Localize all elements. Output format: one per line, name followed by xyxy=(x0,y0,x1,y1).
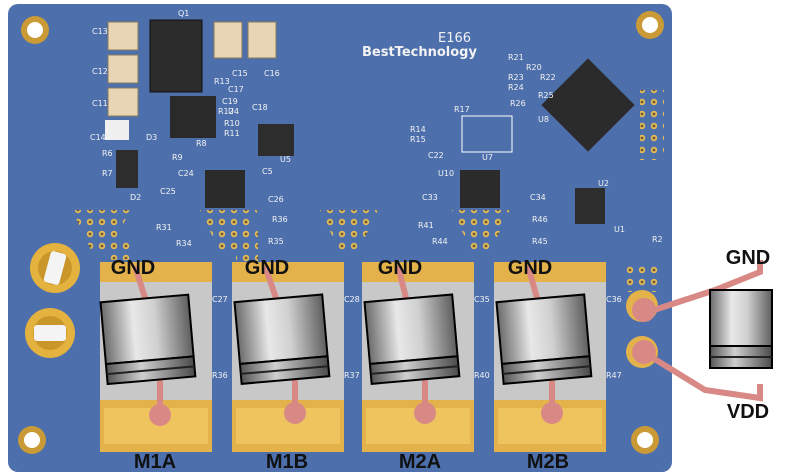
svg-text:R13: R13 xyxy=(214,77,230,86)
svg-text:C12: C12 xyxy=(92,67,108,76)
svg-text:R36: R36 xyxy=(212,371,228,380)
svg-text:R36: R36 xyxy=(272,215,288,224)
power-gnd-label: GND xyxy=(726,247,770,269)
svg-text:R23: R23 xyxy=(508,73,524,82)
svg-text:R26: R26 xyxy=(510,99,526,108)
svg-text:C36: C36 xyxy=(606,295,622,304)
svg-text:U2: U2 xyxy=(598,179,609,188)
svg-text:R14: R14 xyxy=(410,125,426,134)
channel-label-m2a: M2A xyxy=(399,451,441,472)
board-part-number: E166 xyxy=(438,31,471,46)
motor-channel-m1b: GND M1B xyxy=(232,257,344,472)
svg-text:C27: C27 xyxy=(212,295,228,304)
svg-text:R47: R47 xyxy=(606,371,622,380)
svg-text:R10: R10 xyxy=(224,119,240,128)
svg-text:U4: U4 xyxy=(228,107,239,116)
svg-text:R46: R46 xyxy=(532,215,548,224)
svg-text:D3: D3 xyxy=(146,133,157,142)
svg-text:R41: R41 xyxy=(418,221,434,230)
svg-text:R34: R34 xyxy=(176,239,192,248)
svg-text:C24: C24 xyxy=(178,169,194,178)
motor-terminal xyxy=(284,402,306,424)
gnd-terminal xyxy=(632,298,656,322)
svg-text:C11: C11 xyxy=(92,99,108,108)
motor-terminal xyxy=(149,404,171,426)
channel-label-m2b: M2B xyxy=(527,451,569,472)
svg-text:Q1: Q1 xyxy=(178,9,189,18)
svg-text:C28: C28 xyxy=(344,295,360,304)
gnd-label: GND xyxy=(508,257,552,279)
motor-terminal xyxy=(541,402,563,424)
svg-text:R24: R24 xyxy=(508,83,524,92)
gnd-label: GND xyxy=(111,257,155,279)
svg-text:C22: C22 xyxy=(428,151,444,160)
svg-text:D2: D2 xyxy=(130,193,141,202)
motor-terminal xyxy=(414,402,436,424)
capacitor xyxy=(495,293,593,385)
vdd-terminal xyxy=(632,340,656,364)
capacitor xyxy=(99,293,197,386)
motor-channel-m2a: GND M2A xyxy=(362,257,474,472)
svg-text:R44: R44 xyxy=(432,237,448,246)
capacitor xyxy=(363,293,461,385)
svg-text:R40: R40 xyxy=(474,371,490,380)
svg-text:R31: R31 xyxy=(156,223,172,232)
svg-text:R2: R2 xyxy=(652,235,663,244)
svg-text:R8: R8 xyxy=(196,139,207,148)
svg-text:R6: R6 xyxy=(102,149,113,158)
silkscreen-refdes: C13 C12 C11 C14 Q1 C15 C16 C17 R13 C19 R… xyxy=(90,9,663,380)
svg-text:R17: R17 xyxy=(454,105,470,114)
svg-text:R7: R7 xyxy=(102,169,113,178)
svg-text:C19: C19 xyxy=(222,97,238,106)
svg-text:U5: U5 xyxy=(280,155,291,164)
svg-text:R15: R15 xyxy=(410,135,426,144)
svg-text:R11: R11 xyxy=(224,129,240,138)
svg-text:U7: U7 xyxy=(482,153,493,162)
svg-text:C35: C35 xyxy=(474,295,490,304)
motor-channel-m2b: GND M2B xyxy=(494,257,606,472)
power-input: GND VDD xyxy=(624,247,773,423)
channel-label-m1a: M1A xyxy=(134,451,176,472)
svg-text:R37: R37 xyxy=(344,371,360,380)
svg-text:C15: C15 xyxy=(232,69,248,78)
svg-text:C33: C33 xyxy=(422,193,438,202)
channel-label-m1b: M1B xyxy=(266,451,308,472)
svg-text:C18: C18 xyxy=(252,103,268,112)
svg-text:R25: R25 xyxy=(538,91,554,100)
motor-channel-m1a: GND M1A xyxy=(99,257,212,472)
svg-text:R21: R21 xyxy=(508,53,524,62)
svg-text:U8: U8 xyxy=(538,115,549,124)
vdd-wire xyxy=(646,352,763,402)
svg-text:R20: R20 xyxy=(526,63,542,72)
svg-text:U1: U1 xyxy=(614,225,625,234)
power-vdd-label: VDD xyxy=(727,401,769,423)
gnd-label: GND xyxy=(245,257,289,279)
svg-text:C34: C34 xyxy=(530,193,546,202)
svg-text:U10: U10 xyxy=(438,169,454,178)
svg-text:C25: C25 xyxy=(160,187,176,196)
power-capacitor xyxy=(709,289,773,369)
svg-text:C26: C26 xyxy=(268,195,284,204)
svg-text:R22: R22 xyxy=(540,73,556,82)
gnd-wire xyxy=(647,260,763,315)
svg-text:R35: R35 xyxy=(268,237,284,246)
svg-text:C5: C5 xyxy=(262,167,273,176)
svg-text:R9: R9 xyxy=(172,153,183,162)
capacitor xyxy=(233,293,331,385)
svg-text:R12: R12 xyxy=(218,107,234,116)
svg-text:C16: C16 xyxy=(264,69,280,78)
svg-text:C14: C14 xyxy=(90,133,106,142)
board-brand: BestTechnology xyxy=(362,45,477,60)
svg-text:C17: C17 xyxy=(228,85,244,94)
svg-text:C13: C13 xyxy=(92,27,108,36)
motor-connector-row: GND M1A GND M1B xyxy=(99,257,606,472)
svg-text:R45: R45 xyxy=(532,237,548,246)
gnd-label: GND xyxy=(378,257,422,279)
